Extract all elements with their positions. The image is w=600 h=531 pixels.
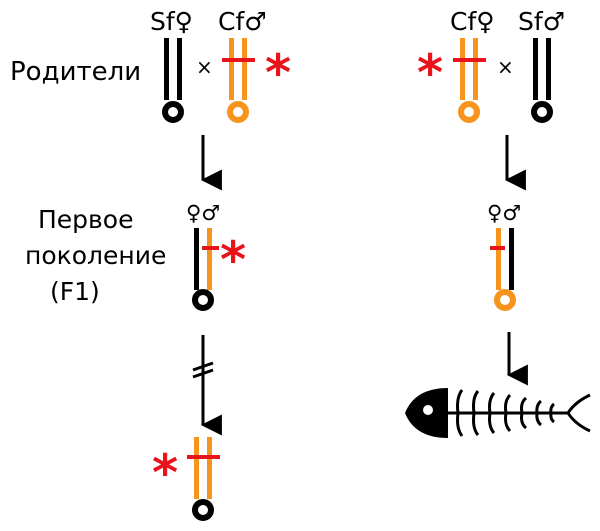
- left-female-chromosome: [162, 38, 184, 123]
- left-parent-female-label: Sf♀: [150, 7, 193, 36]
- row-label-f1-line-1: Первое: [38, 205, 133, 234]
- right-parent-male-label: Sf♂: [518, 7, 565, 36]
- left-f1-mutation-mark: *: [220, 231, 246, 289]
- fish-skeleton-icon: [405, 388, 591, 438]
- right-parent-female-label: Cf♀: [450, 7, 495, 36]
- left-f1-sex-label: ♀♂: [186, 201, 220, 225]
- right-mutation-mark: *: [417, 44, 443, 102]
- right-female-chromosome: [453, 38, 486, 123]
- right-male-chromosome: [531, 38, 553, 123]
- row-label-f1-line-3: (F1): [50, 277, 100, 306]
- left-parent-male-label: Cf♂: [218, 7, 267, 36]
- left-offspring-mutation-mark: *: [152, 444, 178, 502]
- right-cross-symbol: ×: [497, 55, 514, 79]
- row-label-f1-line-2: поколение: [25, 241, 166, 270]
- right-f1-sex-label: ♀♂: [487, 201, 521, 225]
- left-cross-symbol: ×: [196, 55, 213, 79]
- left-mutation-mark: *: [265, 44, 291, 102]
- row-label-parents: Родители: [10, 57, 141, 87]
- left-f1-chromosome: [192, 228, 219, 311]
- left-male-chromosome: [222, 38, 255, 123]
- generation-break-icon: [192, 361, 214, 379]
- right-f1-chromosome: [490, 228, 516, 311]
- left-offspring-chromosome: [187, 437, 220, 521]
